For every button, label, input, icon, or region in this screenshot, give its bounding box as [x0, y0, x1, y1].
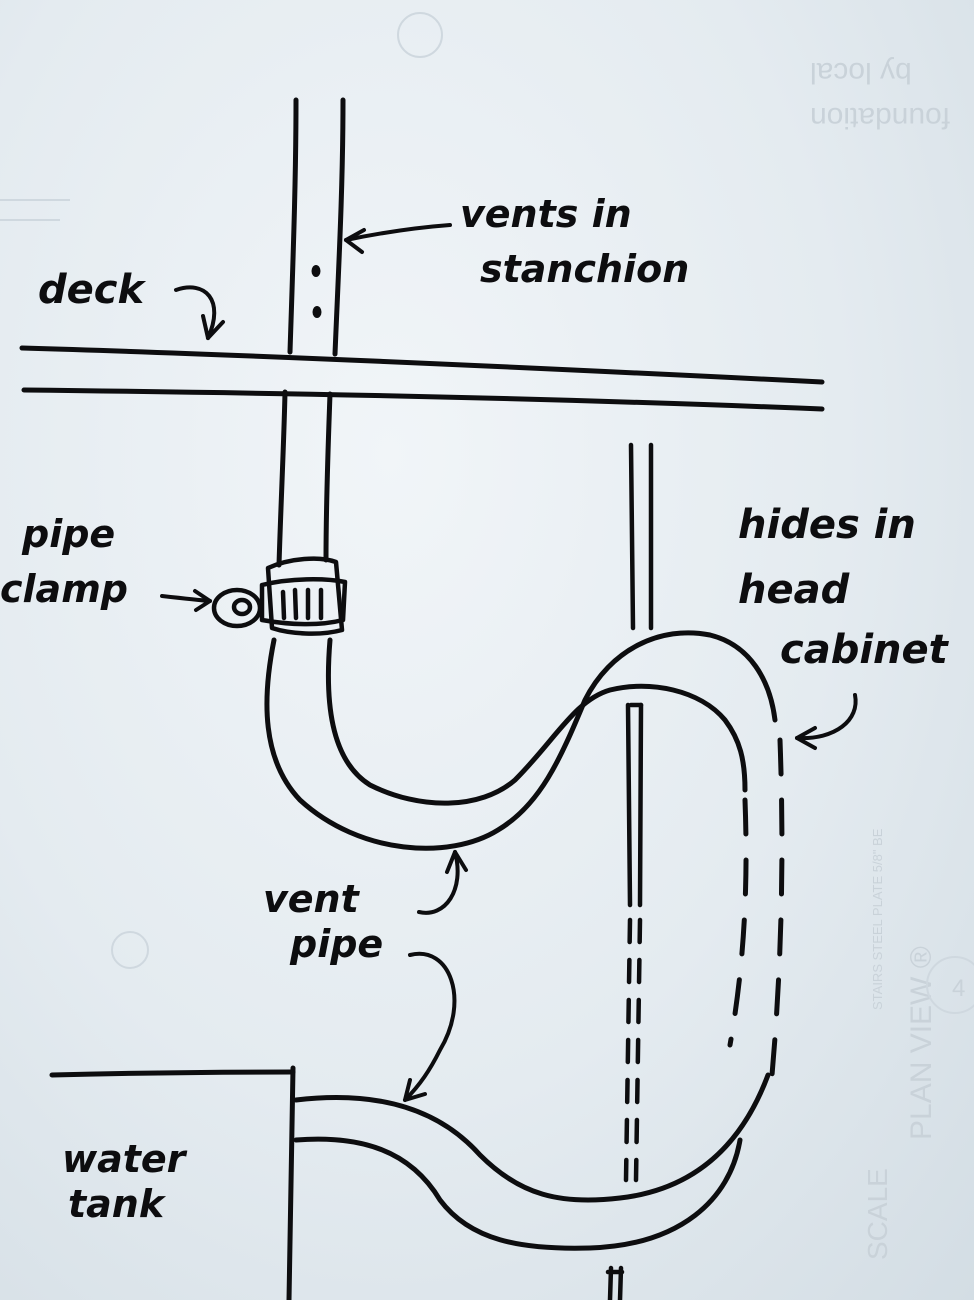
- arrow-vents: [344, 223, 452, 242]
- label-head: head: [738, 567, 850, 613]
- paper-grid-marks: [0, 12, 974, 1014]
- water-tank: [49, 1065, 296, 1300]
- label-deck: deck: [38, 267, 145, 313]
- label-clamp: clamp: [0, 567, 128, 611]
- pipe-clamp: [211, 556, 348, 636]
- label-pipe-2: pipe: [290, 922, 384, 966]
- label-water: water: [62, 1137, 186, 1181]
- deck: [19, 345, 825, 412]
- label-vents-in: vents in: [460, 192, 632, 236]
- label-pipe: pipe: [22, 512, 116, 556]
- arrows: [160, 223, 858, 1102]
- label-cabinet: cabinet: [780, 627, 948, 673]
- head-cabinet-wall: [625, 442, 654, 908]
- label-stanchion: stanchion: [480, 247, 690, 291]
- vent-pipe-hidden-section: [727, 737, 785, 1078]
- label-vent: vent: [263, 877, 359, 921]
- vent-pipe-lower-bend: [293, 1072, 771, 1251]
- label-tank: tank: [68, 1182, 165, 1226]
- arrow-vent-pipe-down: [403, 951, 457, 1102]
- head-cabinet-wall-bottom: [605, 1265, 625, 1300]
- arrow-vent-pipe-up: [417, 850, 460, 915]
- bleed-through-circle-number: 4: [952, 975, 966, 1002]
- vent-hole-upper: [311, 265, 321, 277]
- label-hides-in: hides in: [738, 502, 916, 548]
- arrow-hides: [795, 693, 858, 741]
- vent-pipe-upper-bend: [264, 630, 778, 851]
- vent-hole-lower: [312, 306, 322, 318]
- head-cabinet-wall-hidden: [623, 917, 643, 1183]
- stanchion: [287, 97, 346, 357]
- arrow-deck: [174, 285, 217, 340]
- pipe-below-deck: [276, 389, 333, 568]
